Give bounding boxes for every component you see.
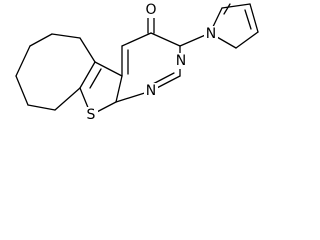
bond — [79, 61, 96, 89]
bond — [150, 32, 181, 47]
bond — [79, 37, 96, 63]
pyrimidine-nitrogen-atom-label: N — [146, 83, 156, 99]
atom-mask — [84, 107, 98, 123]
bond — [121, 32, 152, 47]
atom-mask — [204, 26, 218, 42]
bond — [51, 33, 81, 39]
bond — [29, 33, 53, 47]
bond — [115, 75, 123, 103]
ring-nitrogen-atom-label: N — [176, 53, 186, 69]
chemical-structure-diagram: O N N N S — [15, 2, 259, 123]
atom-mask — [144, 2, 158, 18]
bond — [27, 104, 56, 111]
bond — [89, 68, 102, 89]
bond — [235, 31, 259, 49]
bond — [15, 75, 29, 106]
bond — [249, 3, 259, 33]
pyrrole-nitrogen-atom-label: N — [206, 26, 216, 42]
sulfur-atom-label: S — [87, 107, 96, 123]
atom-mask — [174, 53, 188, 69]
atom-labels: O N N N S — [84, 2, 218, 123]
atom-mask — [144, 83, 158, 99]
bond — [244, 9, 252, 30]
bond — [94, 61, 123, 77]
bond — [223, 3, 231, 15]
oxygen-atom-label: O — [145, 2, 156, 18]
bond — [221, 3, 251, 9]
bond — [54, 87, 81, 111]
bond — [15, 45, 31, 77]
bond-lines — [15, 3, 259, 116]
